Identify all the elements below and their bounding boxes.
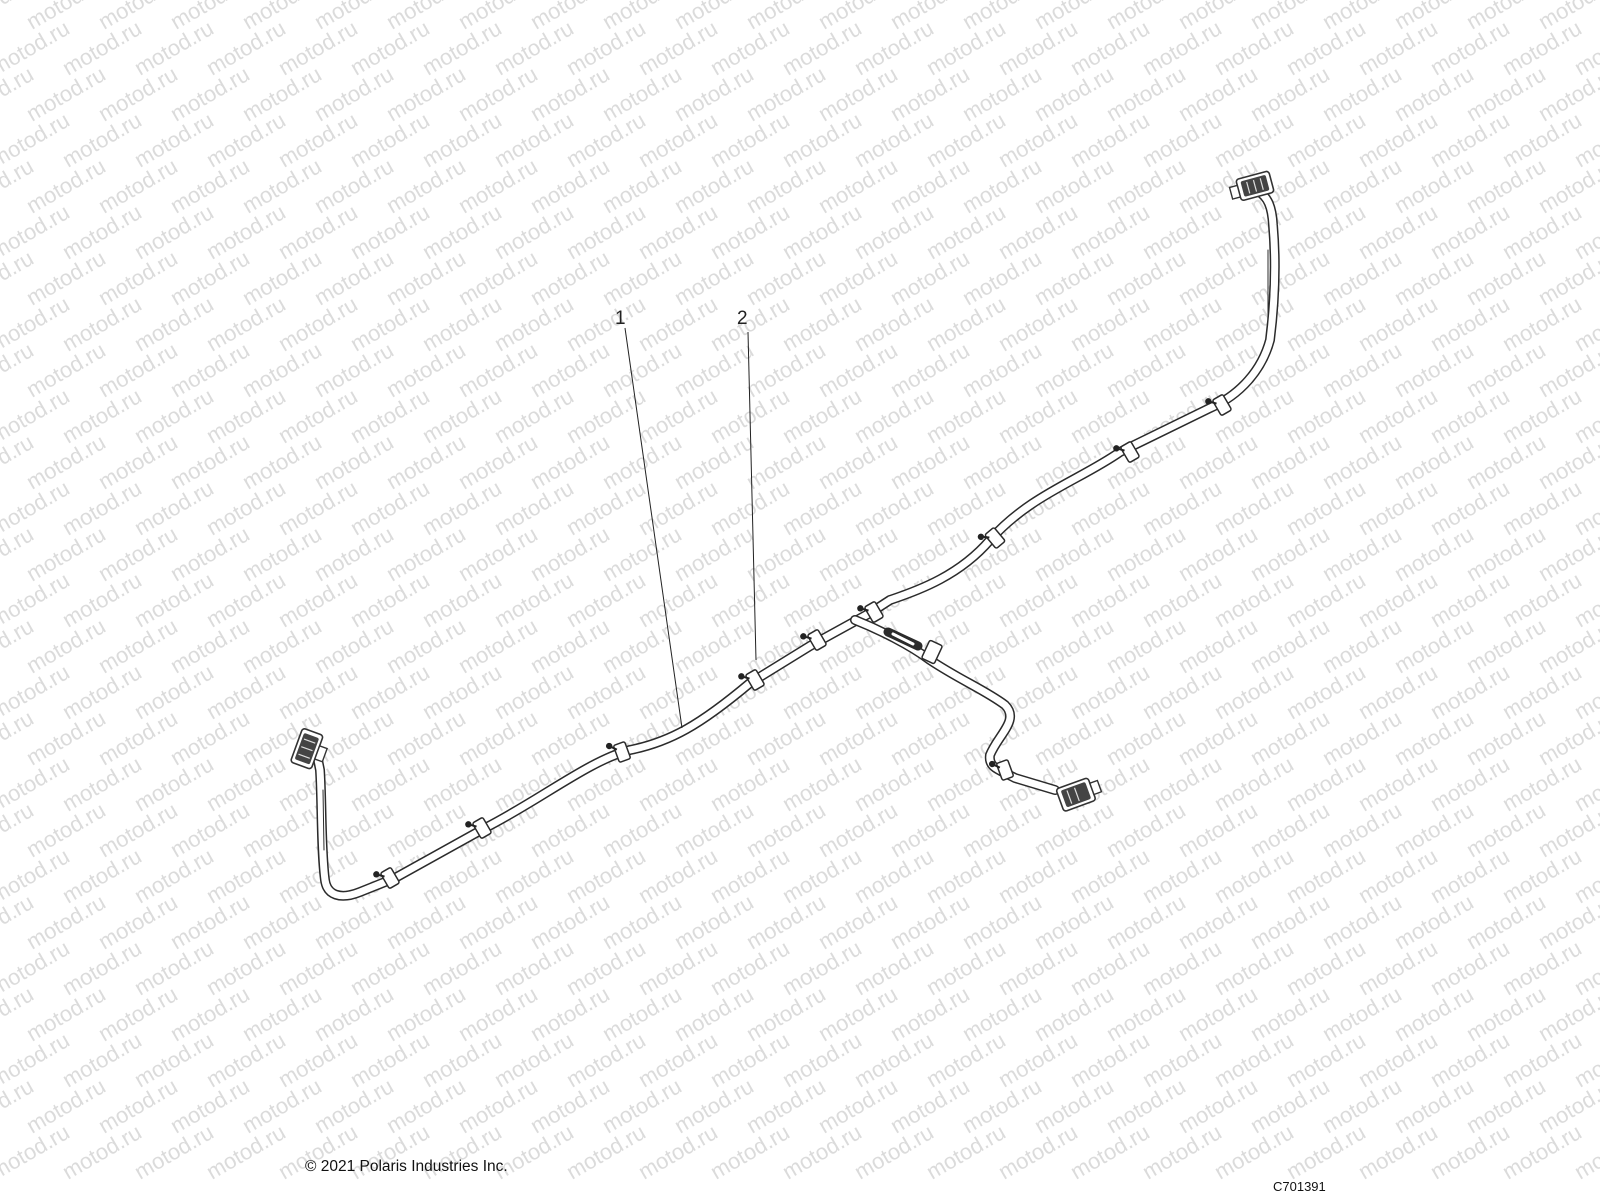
callout-1: 1 (615, 308, 683, 729)
cable-clip (465, 817, 492, 839)
cable-clip (1113, 441, 1140, 463)
branch-grommet (921, 639, 943, 665)
cable-clip (988, 759, 1014, 781)
copyright-notice: © 2021 Polaris Industries Inc. (305, 1158, 508, 1175)
connector-branch (1055, 777, 1103, 812)
cable-clip (1205, 394, 1232, 416)
callout-2: 2 (737, 308, 757, 661)
cable-clips (373, 394, 1232, 889)
connector-top-right (1228, 170, 1275, 201)
cable-clip (373, 867, 400, 889)
cable-clip (738, 669, 765, 691)
cable-clip (977, 527, 1006, 549)
cable-clip (857, 601, 884, 623)
callout-1-label: 1 (615, 308, 626, 329)
cable-clip (800, 629, 827, 651)
connector-left (290, 728, 329, 770)
callout-2-label: 2 (737, 308, 748, 329)
cable-clip (605, 741, 631, 763)
drawing-code: C701391 (1273, 1179, 1326, 1194)
